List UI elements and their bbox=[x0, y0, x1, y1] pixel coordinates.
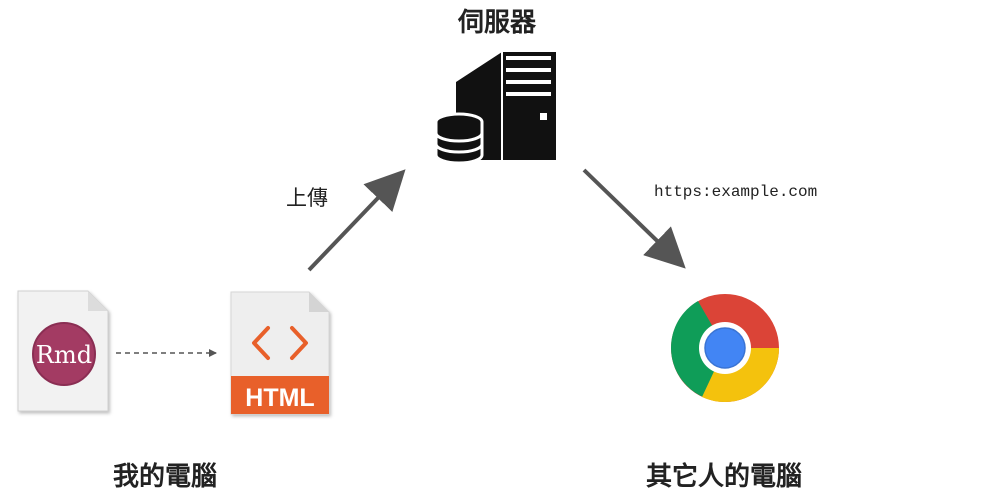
others-computer-label: 其它人的電腦 bbox=[646, 462, 803, 492]
code-right-icon bbox=[290, 326, 308, 360]
html-text: HTML bbox=[245, 384, 314, 412]
html-file-icon: HTML bbox=[230, 291, 330, 415]
chrome-icon bbox=[670, 294, 779, 403]
serve-arrow bbox=[582, 168, 686, 269]
code-left-icon bbox=[252, 326, 270, 360]
database-icon bbox=[434, 112, 484, 165]
rmd-file-icon: Rmd bbox=[17, 290, 109, 412]
upload-arrow bbox=[307, 169, 406, 272]
server-label: 伺服器 bbox=[458, 8, 537, 38]
my-computer-label: 我的電腦 bbox=[113, 462, 218, 492]
server-icon bbox=[434, 52, 556, 165]
url-label: https:example.com bbox=[654, 183, 818, 201]
rmd-text: Rmd bbox=[36, 341, 92, 369]
upload-label: 上傳 bbox=[286, 186, 328, 210]
